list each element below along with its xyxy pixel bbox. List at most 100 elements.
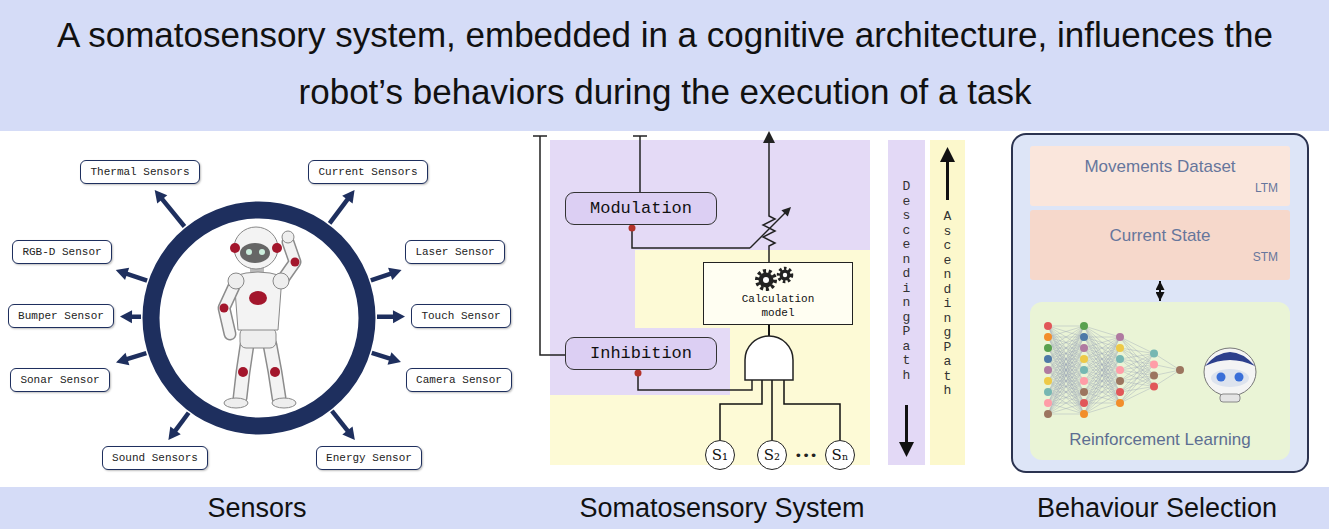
gears-icon [704, 263, 854, 297]
sensor-box: Sonar Sensor [10, 368, 110, 392]
robot-head [1204, 348, 1256, 396]
path-band: Ascending Path [930, 140, 965, 465]
node-text: Sonar Sensor [20, 374, 99, 386]
neural-network [1048, 326, 1084, 414]
neural-network [1084, 337, 1120, 392]
neural-network [1080, 388, 1088, 396]
node-text: Current State [1109, 226, 1210, 246]
neural-network [1048, 326, 1084, 370]
neural-network [1084, 326, 1120, 392]
section-label: Sensors [207, 493, 306, 524]
wire [540, 136, 565, 355]
robot-head [1217, 373, 1226, 382]
ascending-region [550, 250, 870, 465]
sensor-arrow [388, 268, 401, 280]
node-text: Camera Sensor [416, 374, 502, 386]
node-text: Current Sensors [318, 166, 417, 178]
sensor-ring [151, 210, 367, 426]
sensor-box: Laser Sensor [405, 240, 505, 264]
neural-network [1080, 344, 1088, 352]
neural-network [1120, 376, 1154, 404]
memory-box: Current StateSTM [1030, 210, 1290, 280]
wire [633, 135, 647, 137]
neural-network [1120, 348, 1154, 365]
neural-network [1048, 326, 1084, 403]
robot-head [1205, 352, 1255, 366]
gears-icon [763, 277, 769, 283]
neural-network [1084, 348, 1120, 414]
and-gate-symbol [745, 336, 793, 380]
node-text: Movements Dataset [1084, 157, 1235, 177]
gears-icon [757, 271, 775, 289]
neural-network [1048, 348, 1084, 414]
neural-network [1120, 354, 1154, 382]
neural-network [1080, 355, 1088, 363]
neural-network [1044, 322, 1184, 418]
section-label: Behaviour Selection [1037, 493, 1277, 524]
neural-network [1048, 326, 1084, 337]
robot-head [1235, 373, 1244, 382]
neural-network [1150, 350, 1158, 358]
connector [1159, 281, 1161, 301]
robot-illustration [234, 227, 278, 269]
neural-network [1084, 326, 1120, 337]
robot-illustration [240, 243, 270, 263]
sensor-arrow [332, 411, 350, 434]
neural-network [1044, 333, 1052, 341]
module-box: Modulation [565, 192, 717, 225]
neural-network [1084, 381, 1120, 414]
robot-illustration [240, 328, 276, 348]
neural-network [1048, 403, 1084, 414]
label-slot: Sensors [207, 493, 306, 524]
robot-illustration [228, 273, 244, 289]
neural-network [1116, 344, 1124, 352]
neural-network [1116, 333, 1124, 341]
gears-icon [780, 270, 791, 281]
neural-network [1120, 337, 1154, 365]
wire [763, 142, 775, 262]
neural-network [1048, 392, 1084, 414]
neural-network [1120, 354, 1154, 393]
node-text: Sₙ [832, 446, 849, 464]
robot-illustration [291, 258, 300, 267]
robot-illustration [282, 231, 294, 243]
title-band [0, 0, 1329, 131]
neural-network [1080, 322, 1088, 330]
neural-network [1044, 355, 1052, 363]
sensor-arrow [116, 268, 129, 280]
neural-network [1084, 326, 1120, 370]
label-slot: ••• [794, 448, 817, 463]
neural-network [1116, 377, 1124, 385]
memory-box: Movements DatasetLTM [1030, 146, 1290, 206]
neural-network [1048, 370, 1084, 414]
neural-network [1048, 359, 1084, 414]
ellipsis-label: ••• [794, 448, 817, 463]
neural-network [1048, 326, 1084, 392]
neural-network [1048, 337, 1084, 414]
neural-network [1048, 337, 1084, 414]
sensor-box: Bumper Sensor [8, 304, 114, 328]
neural-network [1120, 348, 1154, 376]
sensor-box: Thermal Sensors [80, 160, 200, 184]
learning-box: Reinforcement Learning [1030, 302, 1290, 460]
neural-network [1084, 392, 1120, 414]
up-arrow [940, 147, 955, 162]
robot-illustration [273, 273, 289, 289]
footer-band [0, 487, 1329, 529]
neural-network [1084, 403, 1120, 414]
neural-network [1084, 337, 1120, 359]
robot-illustration [272, 398, 296, 408]
neural-network [1116, 388, 1124, 396]
neural-network [1084, 326, 1120, 359]
module-box: Inhibition [565, 337, 717, 370]
neural-network [1120, 354, 1154, 371]
neural-network [1120, 348, 1154, 354]
title-text: A somatosensory system, embedded in a co… [30, 6, 1300, 120]
neural-network [1084, 337, 1120, 403]
neural-network [1080, 377, 1088, 385]
sensor-arrow [342, 427, 355, 440]
robot-head [1220, 394, 1240, 402]
neural-network [1084, 337, 1120, 381]
robot-illustration [238, 367, 248, 377]
